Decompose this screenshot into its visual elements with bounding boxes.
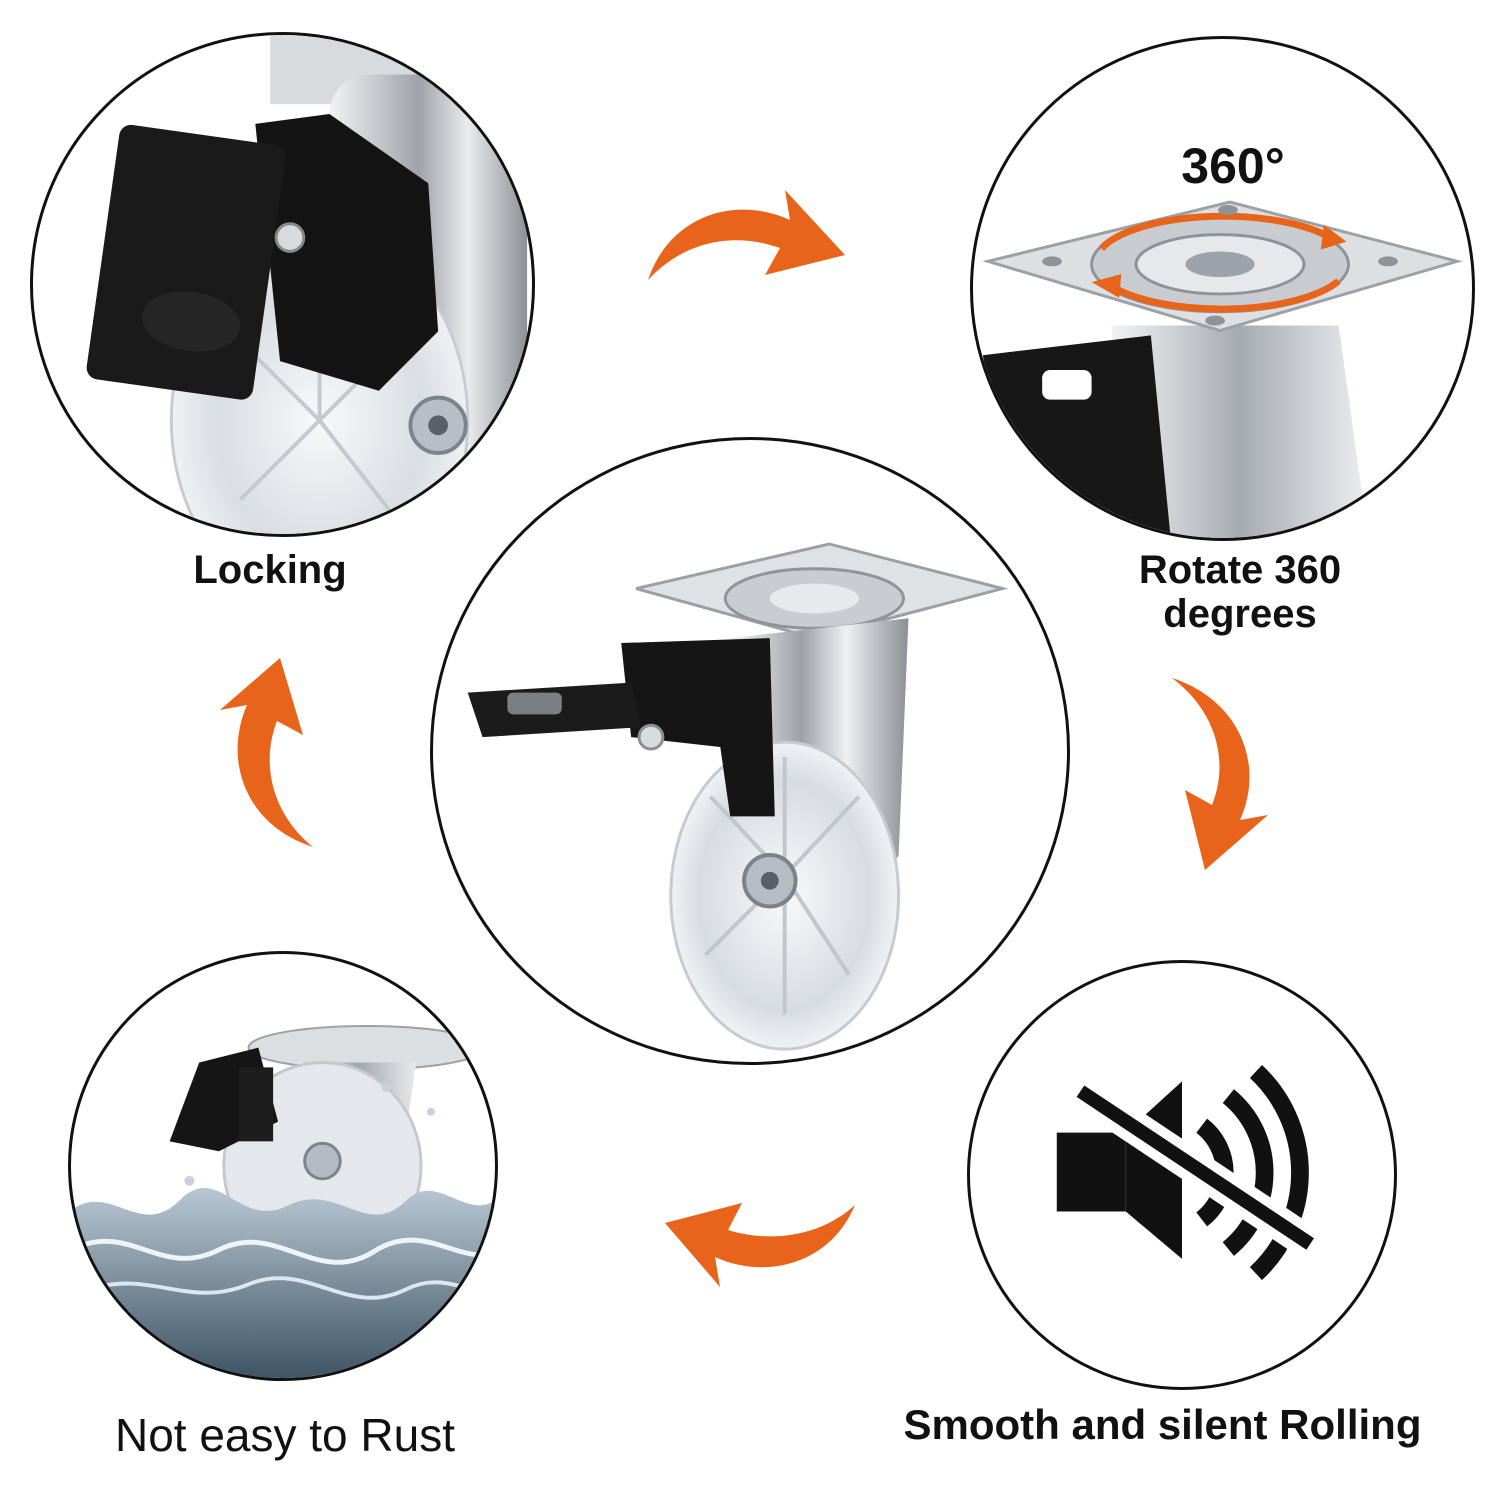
arrow-right-icon [1160, 670, 1275, 875]
silent-feature-circle [967, 960, 1397, 1390]
rotate-label-line2: degrees [1163, 592, 1317, 636]
rotation-badge: 360° [1181, 138, 1285, 194]
rust-feature-circle [68, 951, 498, 1381]
brake-closeup-illustration [86, 35, 528, 534]
rotate-feature-circle: 360° [970, 36, 1475, 541]
mounting-plate-illustration [982, 200, 1463, 538]
locking-feature-circle [30, 32, 535, 537]
speaker-muted-icon [1056, 1064, 1320, 1281]
arrow-top-icon [640, 180, 850, 290]
water-splash-illustration [71, 1024, 495, 1378]
silent-label: Smooth and silent Rolling [903, 1401, 1422, 1448]
caster-wheel-illustration [467, 542, 1009, 1051]
rotate-label: Rotate 360 degrees [1090, 548, 1390, 636]
arrow-bottom-icon [660, 1195, 860, 1295]
locking-label: Locking [193, 548, 347, 592]
rotate-label-line1: Rotate 360 [1138, 548, 1342, 592]
arrow-left-icon [215, 655, 320, 855]
rust-label: Not easy to Rust [114, 1409, 456, 1461]
caster-product-circle [430, 437, 1070, 1065]
